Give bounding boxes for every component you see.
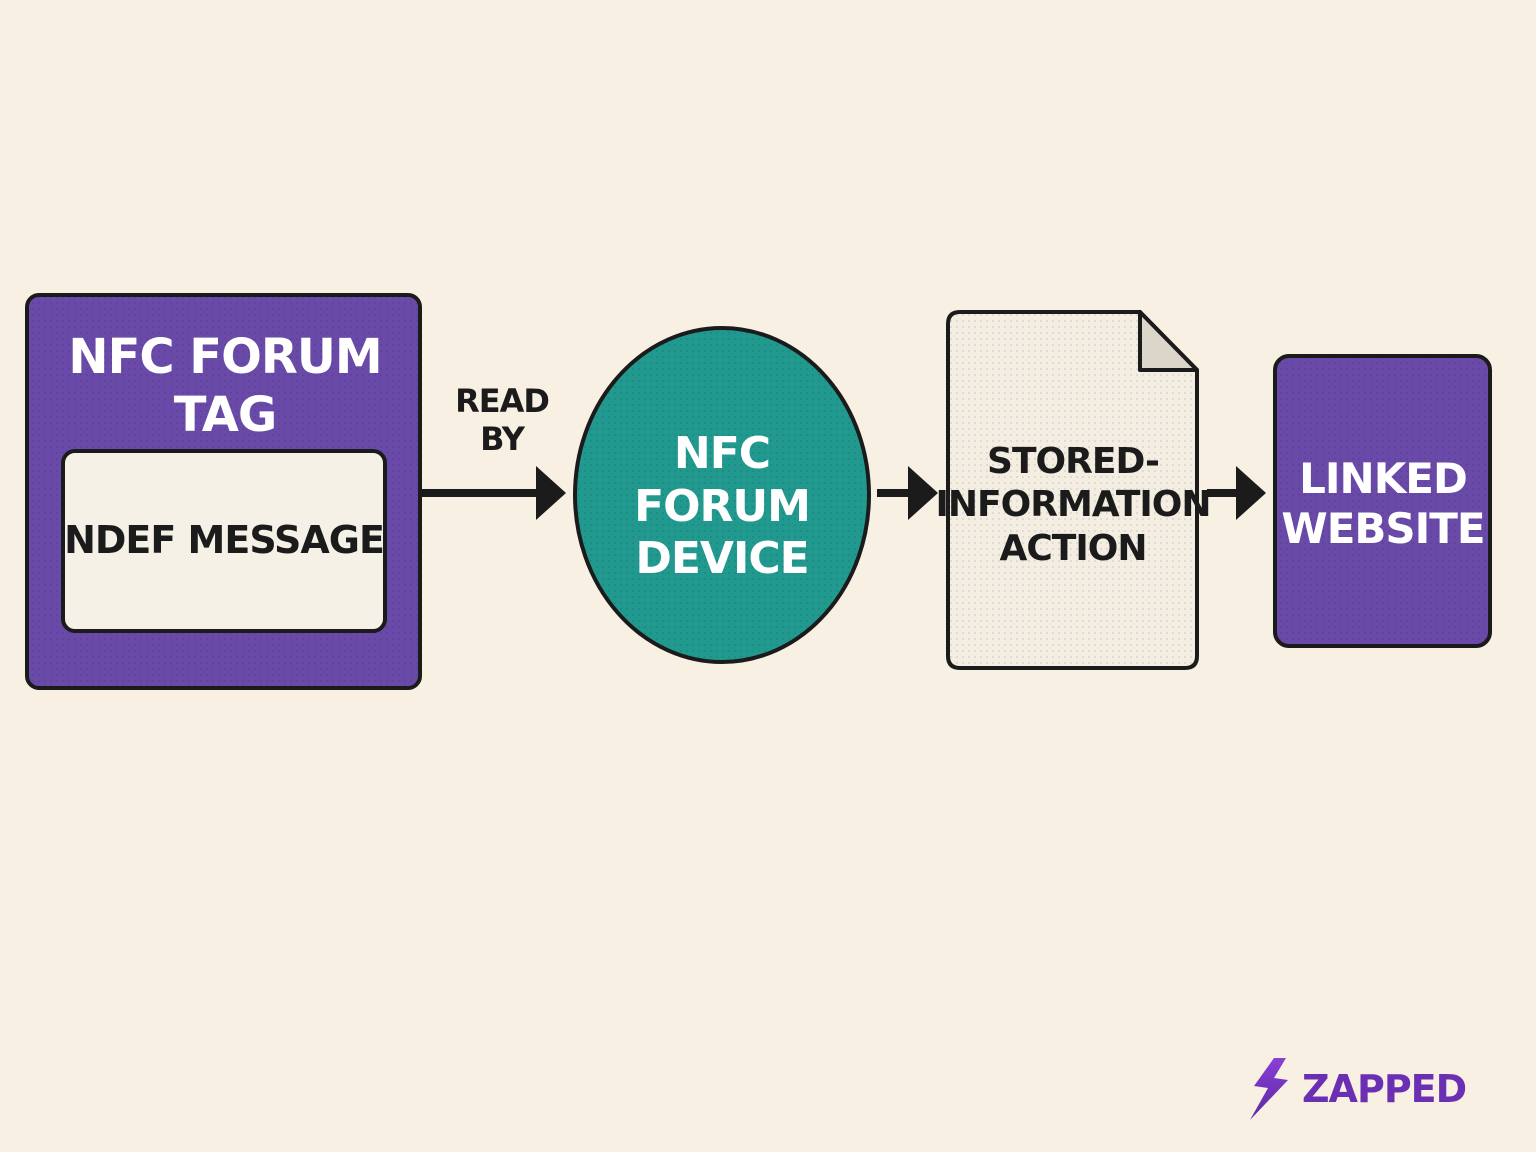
stored-information-label: STORED- INFORMATION ACTION	[936, 415, 1212, 595]
stored-information-document	[946, 310, 1199, 670]
read-by-text: READ BY	[455, 381, 550, 458]
read-by-label: READ BY	[432, 382, 572, 458]
stored-label-line2: INFORMATION	[935, 484, 1212, 526]
ndef-message-box	[61, 449, 387, 633]
stored-label-line1: STORED-	[987, 441, 1160, 483]
device-label-line2: DEVICE	[635, 533, 809, 585]
folded-corner-icon	[1138, 310, 1199, 372]
linked-website-box	[1273, 354, 1492, 648]
arrow-read-by	[421, 466, 566, 520]
arrow-device-to-action	[877, 466, 938, 520]
ndef-message-text: NDEF MESSAGE	[64, 518, 385, 563]
brand-logo: ZAPPED	[1244, 1056, 1504, 1122]
nfc-forum-tag-title-text: NFC FORUM TAG	[68, 329, 382, 443]
arrow-action-to-website	[1207, 466, 1266, 520]
device-label-line1: NFC FORUM	[634, 427, 811, 532]
nfc-forum-tag-title: NFC FORUM TAG	[30, 329, 420, 443]
ndef-message-label: NDEF MESSAGE	[64, 452, 385, 630]
linked-website-label: LINKED WEBSITE	[1276, 436, 1490, 572]
stored-label-line3: ACTION	[999, 527, 1148, 569]
nfc-forum-device-circle	[573, 326, 871, 664]
website-label-line2: WEBSITE	[1281, 504, 1485, 553]
lightning-bolt-icon	[1250, 1058, 1288, 1120]
nfc-forum-device-label: NFC FORUM DEVICE	[585, 428, 859, 585]
website-label-line1: LINKED	[1299, 453, 1468, 503]
brand-name: ZAPPED	[1302, 1067, 1467, 1111]
